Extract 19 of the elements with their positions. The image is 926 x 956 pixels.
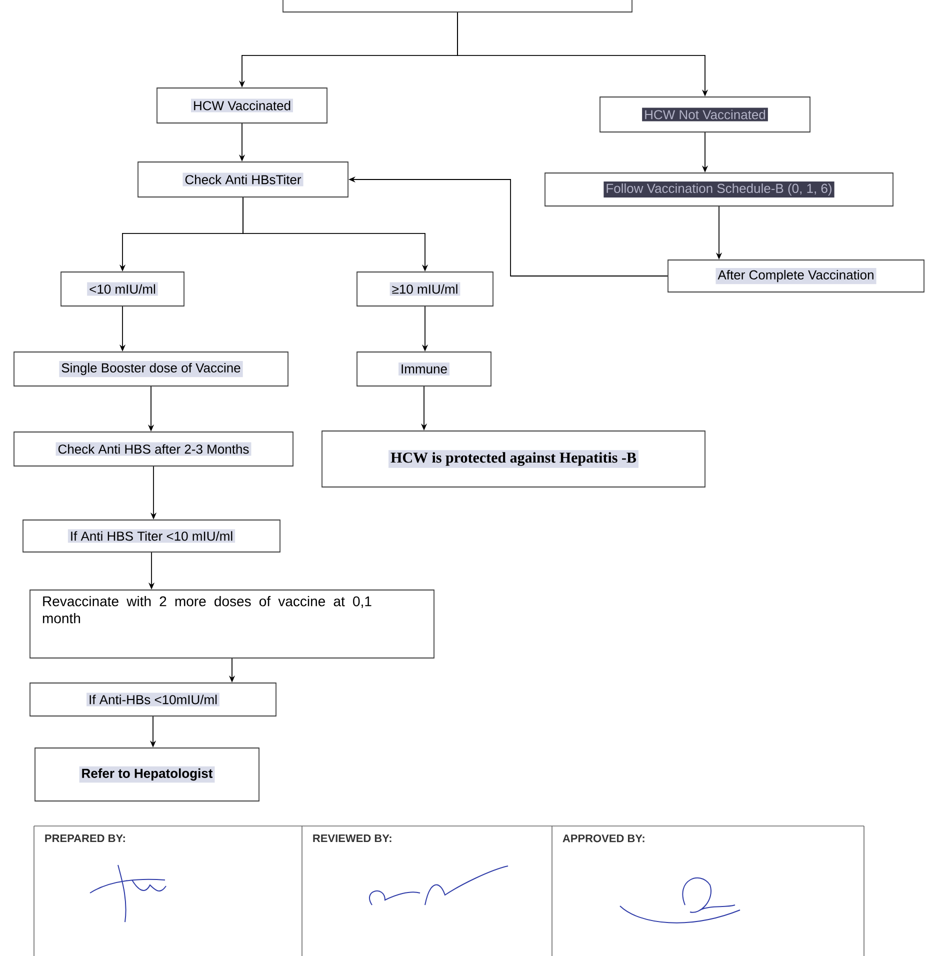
process-box: Check Anti HBsTiter xyxy=(138,162,348,198)
process-box: Check Anti HBS after 2-3 Months xyxy=(14,432,294,466)
table-header: APPROVED BY: xyxy=(562,834,644,842)
process-box: HCW Not Vaccinated xyxy=(600,96,810,132)
process-box: HCW Vaccinated xyxy=(156,88,328,124)
table-header: REVIEWED BY: xyxy=(313,834,392,842)
process-box xyxy=(282,0,632,12)
result-box: Refer to Hepatologist xyxy=(34,748,260,802)
process-box: After Complete Vaccination xyxy=(668,260,924,292)
process-box: Revaccinate with 2 more doses of vaccine at 0,1 month xyxy=(30,590,434,658)
process-box: Immune xyxy=(356,352,492,386)
process-box: <10 mIU/ml xyxy=(60,272,184,306)
process-box: Follow Vaccination Schedule-B (0, 1, 6) xyxy=(544,172,894,206)
table-header: PREPARED BY: xyxy=(45,834,125,842)
process-box: Single Booster dose of Vaccine xyxy=(14,352,288,386)
result-box: HCW is protected against Hepatitis -B xyxy=(322,430,706,488)
process-box: If Anti HBS Titer <10 mIU/ml xyxy=(22,520,280,552)
process-box: ≥10 mIU/ml xyxy=(356,272,494,306)
process-box: If Anti-HBs <10mIU/ml xyxy=(30,682,276,716)
